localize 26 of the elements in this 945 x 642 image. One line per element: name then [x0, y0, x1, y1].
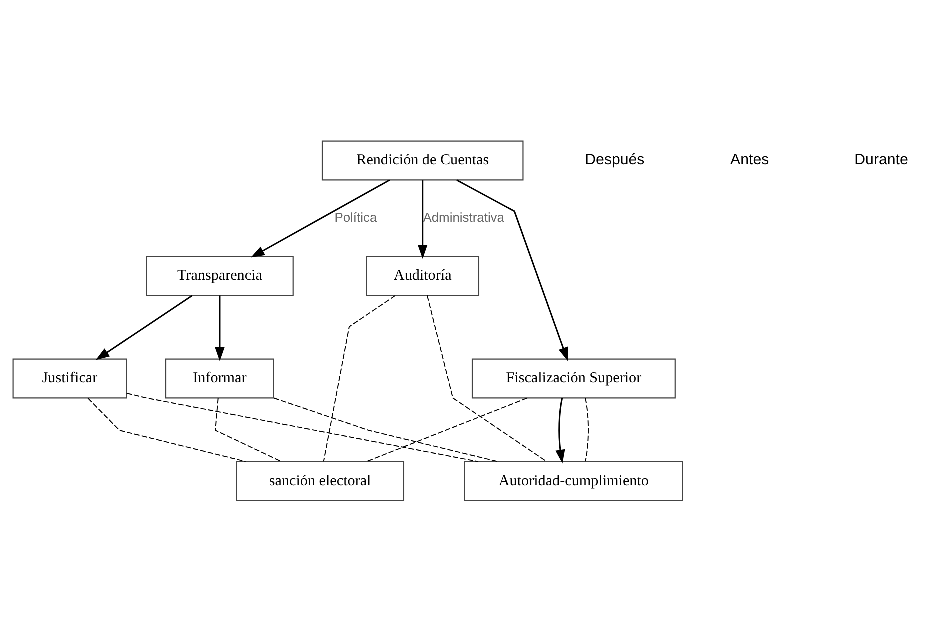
- connector: [366, 398, 528, 462]
- connector: [426, 295, 548, 462]
- connector: [88, 398, 246, 462]
- arrow: [556, 398, 566, 464]
- arrow: [456, 180, 568, 362]
- label: Después: [585, 152, 645, 169]
- label: Durante: [854, 152, 908, 169]
- node-box: Auditoría: [366, 256, 480, 296]
- connector: [274, 398, 498, 462]
- node-box: Rendición de Cuentas: [322, 140, 524, 181]
- connector: [215, 398, 282, 462]
- node-box: Fiscalización Superior: [472, 358, 676, 399]
- node-box: Informar: [165, 358, 274, 399]
- label: Antes: [730, 152, 770, 169]
- arrow: [418, 180, 428, 260]
- arrow: [251, 180, 390, 258]
- connector: [126, 392, 479, 462]
- arrow: [215, 296, 225, 362]
- node-box: Justificar: [12, 358, 128, 399]
- node-box: Transparencia: [146, 256, 294, 296]
- node-box: Autoridad-cumplimiento: [464, 461, 684, 502]
- connector: [323, 295, 396, 462]
- edge-label: Política: [334, 210, 378, 225]
- node-box: sanción electoral: [236, 461, 405, 502]
- connector: [585, 398, 589, 462]
- arrow: [96, 295, 193, 360]
